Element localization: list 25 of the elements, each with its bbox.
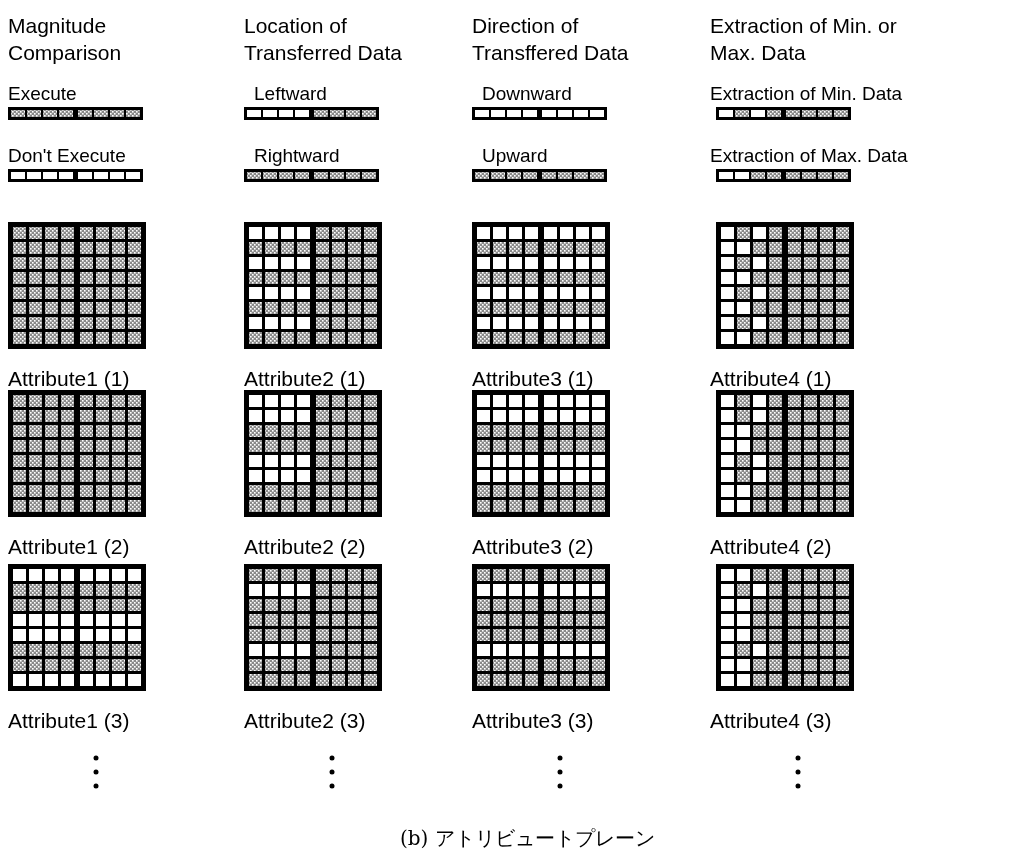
legend-label: Execute <box>8 83 77 105</box>
grid-caption: Attribute4 (2) <box>710 535 832 559</box>
grid-caption: Attribute4 (1) <box>710 367 832 391</box>
legend-label: Rightward <box>254 145 340 167</box>
grid-caption: Attribute2 (3) <box>244 709 366 733</box>
legend-label: Leftward <box>254 83 327 105</box>
grid-caption: Attribute3 (3) <box>472 709 594 733</box>
legend-label: Extraction of Max. Data <box>710 145 908 167</box>
grid-caption: Attribute4 (3) <box>710 709 832 733</box>
column-heading: Magnitude Comparison <box>8 13 123 66</box>
grid-caption: Attribute3 (2) <box>472 535 594 559</box>
legend-label: Upward <box>482 145 548 167</box>
column-heading: Location of Transferred Data <box>244 13 403 66</box>
grid-caption: Attribute2 (1) <box>244 367 366 391</box>
grid-caption: Attribute3 (1) <box>472 367 594 391</box>
grid-caption: Attribute1 (3) <box>8 709 130 733</box>
column-heading: Extraction of Min. or Max. Data <box>710 13 898 66</box>
legend-label: Downward <box>482 83 572 105</box>
column-heading: Direction of Transffered Data <box>472 13 630 66</box>
figure-caption: (b) アトリビュートプレーン <box>400 825 655 852</box>
legend-label: Extraction of Min. Data <box>710 83 903 105</box>
grid-caption: Attribute2 (2) <box>244 535 366 559</box>
grid-caption: Attribute1 (2) <box>8 535 130 559</box>
grid-caption: Attribute1 (1) <box>8 367 130 391</box>
legend-label: Don't Execute <box>8 145 126 167</box>
